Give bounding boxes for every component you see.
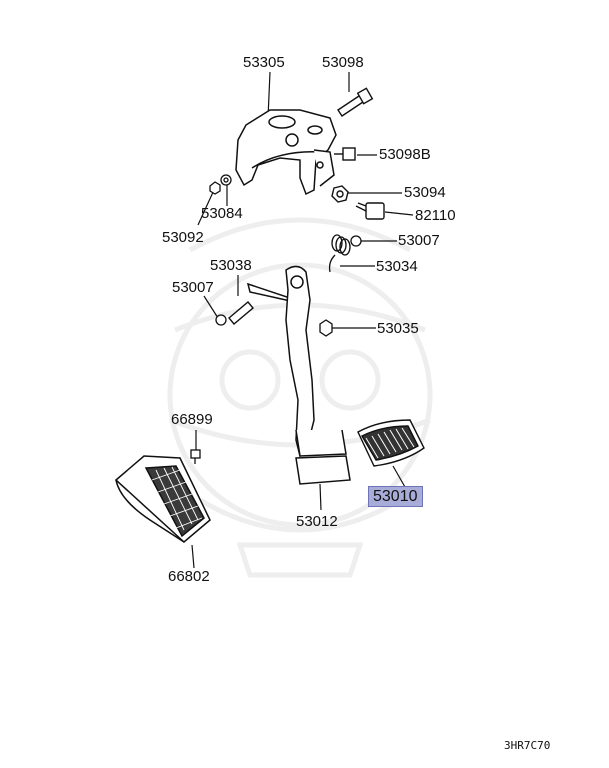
leader-lines bbox=[191, 71, 414, 569]
switch-82110 bbox=[355, 202, 385, 220]
part-label-66899: 66899 bbox=[171, 411, 213, 428]
pad-53010 bbox=[357, 419, 425, 467]
pedal-arm-53012 bbox=[246, 265, 351, 485]
part-label-53084: 53084 bbox=[201, 205, 243, 222]
bushing-53007-upper bbox=[350, 235, 362, 247]
bushing-53007-lower bbox=[215, 314, 227, 326]
part-label-53012: 53012 bbox=[296, 513, 338, 530]
bolt-53098B bbox=[334, 147, 356, 161]
spring-53034 bbox=[328, 234, 351, 273]
part-label-53010-highlighted[interactable]: 53010 bbox=[368, 486, 423, 507]
pin-53038 bbox=[228, 301, 254, 325]
footrest-66802 bbox=[114, 455, 211, 543]
clip-53035 bbox=[319, 319, 333, 337]
part-label-53007-lower: 53007 bbox=[172, 279, 214, 296]
bolt-53098 bbox=[337, 87, 374, 117]
nut-53084 bbox=[220, 174, 232, 186]
diagram-code: 3HR7C70 bbox=[504, 739, 551, 752]
part-label-53092: 53092 bbox=[162, 229, 204, 246]
part-label-53305: 53305 bbox=[243, 54, 285, 71]
part-label-53098: 53098 bbox=[322, 54, 364, 71]
part-label-53094: 53094 bbox=[404, 184, 446, 201]
bracket-53305 bbox=[235, 109, 337, 196]
part-label-53038: 53038 bbox=[210, 257, 252, 274]
nut-53094 bbox=[331, 185, 349, 203]
part-label-53034: 53034 bbox=[376, 258, 418, 275]
part-label-53007-upper: 53007 bbox=[398, 232, 440, 249]
screw-66899 bbox=[190, 449, 201, 464]
part-label-53035: 53035 bbox=[377, 320, 419, 337]
part-label-53098B: 53098B bbox=[379, 146, 431, 163]
washer-53092 bbox=[209, 181, 221, 195]
part-label-66802: 66802 bbox=[168, 568, 210, 585]
part-label-82110: 82110 bbox=[415, 207, 456, 224]
